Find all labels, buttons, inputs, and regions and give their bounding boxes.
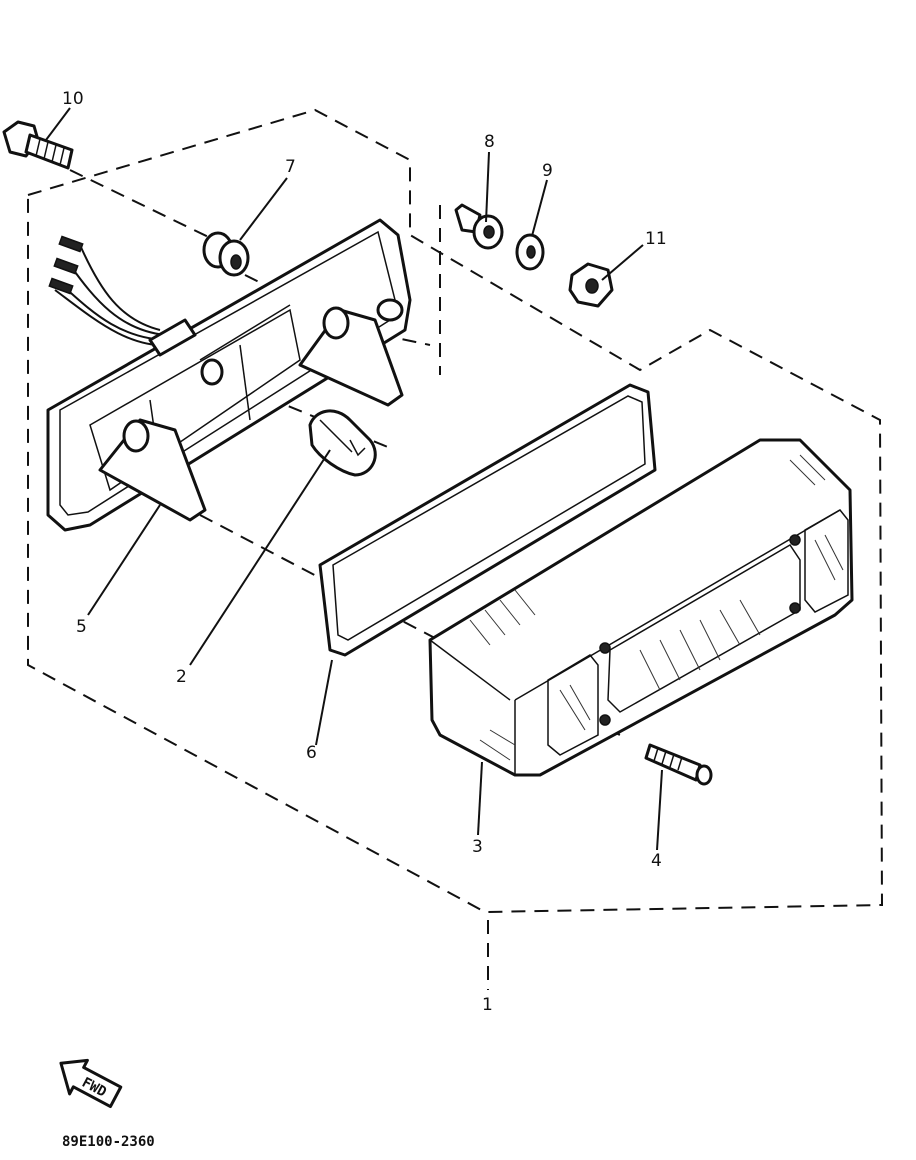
nut-part-11 (568, 262, 614, 308)
washer-part-9 (515, 233, 545, 271)
callout-6: 6 (306, 743, 317, 763)
grommet-part-7 (202, 231, 250, 277)
callout-1: 1 (482, 995, 493, 1015)
assembly-boundary (27, 108, 884, 990)
callout-8: 8 (484, 132, 495, 152)
gasket-part-6 (318, 383, 657, 657)
callout-4: 4 (651, 851, 662, 871)
callout-11: 11 (645, 229, 667, 249)
screw-part-4 (644, 743, 713, 786)
callouts: 10 7 8 9 11 5 2 6 3 4 1 (62, 89, 667, 1015)
bolt-part-10 (2, 120, 74, 170)
callout-9: 9 (542, 161, 553, 181)
leader-lines (45, 107, 663, 851)
bulb-part-2 (308, 409, 377, 477)
callout-5: 5 (76, 617, 87, 637)
housing-base-part-5 (46, 218, 412, 532)
drawing-code: 89E100-2360 (62, 1134, 155, 1150)
callout-10: 10 (62, 89, 84, 109)
callout-2: 2 (176, 667, 187, 687)
forward-direction-arrow: FWD (59, 1058, 123, 1109)
lens-part-3 (428, 438, 854, 777)
callout-7: 7 (285, 157, 296, 177)
callout-3: 3 (472, 837, 483, 857)
collar-part-8 (454, 203, 504, 250)
